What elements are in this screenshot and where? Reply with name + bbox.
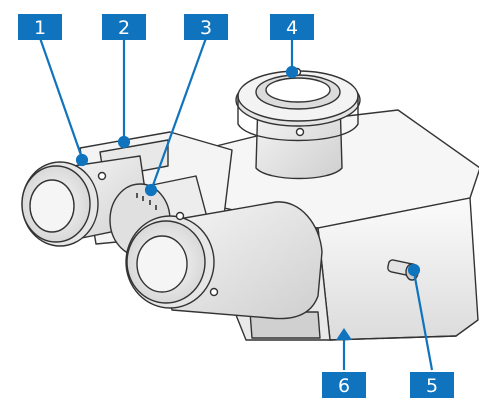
callout-box-6 [322, 372, 366, 398]
callout-box-3 [184, 14, 228, 40]
leader-arrow-6 [336, 328, 352, 340]
leader-dot-3 [144, 183, 158, 197]
leader-line-1 [38, 37, 84, 159]
callout-label-6: 6 [338, 375, 350, 397]
leader-line-5 [412, 271, 434, 371]
leader-dot-1 [75, 153, 89, 167]
callout-box-2 [102, 14, 146, 40]
callout-label-2: 2 [118, 17, 130, 39]
camera-port [235, 67, 361, 180]
callout-label-5: 5 [426, 375, 438, 397]
callout-box-4 [270, 14, 314, 40]
right-eyepiece [125, 201, 323, 320]
callout-label-1: 1 [34, 17, 46, 39]
callout-box-5 [410, 372, 454, 398]
leader-dot-5 [407, 263, 421, 277]
callout-box-1 [18, 14, 62, 40]
leader-lines [38, 37, 434, 371]
leader-dot-2 [117, 135, 131, 149]
callout-label-3: 3 [200, 17, 212, 39]
callout-label-4: 4 [286, 17, 298, 39]
leader-dot-4 [285, 65, 299, 79]
callout-labels: 1 2 3 4 5 6 [18, 14, 454, 398]
leader-line-3 [150, 37, 208, 189]
